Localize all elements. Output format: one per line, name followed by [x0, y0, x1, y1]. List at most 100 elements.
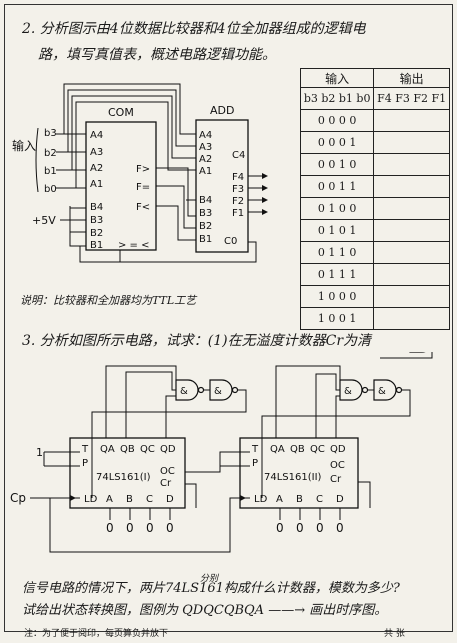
table-row: 0 0 0 1: [299, 131, 450, 154]
com-pin-b1: B1: [90, 240, 103, 251]
chip2-label: 74LS161(II): [264, 472, 322, 483]
table-cell-input: 1 0 0 1: [299, 307, 375, 330]
add-pin-f3: F3: [232, 184, 244, 195]
add-label: ADD: [210, 104, 234, 117]
chip2-pin-qa: QA: [270, 444, 285, 455]
table-cell-output: [373, 109, 450, 132]
table-row: 1 0 0 1: [299, 307, 450, 330]
chip1-zero-c: 0: [146, 521, 154, 535]
table-col-input: b3 b2 b1 b0: [299, 87, 375, 110]
com-label: COM: [108, 106, 134, 119]
nand-gate-3: [339, 379, 363, 401]
chip2-zero-c: 0: [316, 521, 324, 535]
add-chip: [195, 119, 249, 253]
footer-page: 共 张: [384, 629, 405, 639]
table-cell-output: [373, 175, 450, 198]
add-pin-f2: F2: [232, 196, 244, 207]
com-cascade-label: > = <: [118, 240, 150, 251]
add-pin-f1: F1: [232, 208, 244, 219]
chip1-pin-a: A: [106, 494, 113, 505]
com-pin-a1: A1: [90, 179, 103, 190]
chip1-pin-b: B: [126, 494, 133, 505]
input-b3: b3: [44, 128, 57, 139]
q3-line2: 信号电路的情况下，两片74LS161构成什么计数器，模数为多少?: [22, 581, 400, 596]
com-pin-b2: B2: [90, 228, 103, 239]
table-cell-output: [373, 285, 450, 308]
table-col-output: F4 F3 F2 F1: [373, 87, 450, 110]
chip1-pin-qd: QD: [160, 444, 176, 455]
table-row: 0 1 1 1: [299, 263, 450, 286]
input-b0: b0: [44, 184, 57, 195]
add-pin-b1: B1: [199, 234, 212, 245]
q3-circuit-diagram: T P QA QB QC QD 74LS161(I) OC Cr LD A B …: [10, 352, 433, 553]
table-row: 0 1 0 0: [299, 197, 450, 220]
table-row: 0 0 0 0: [299, 109, 450, 132]
table-cell-output: [373, 197, 450, 220]
com-pin-b3: B3: [90, 215, 103, 226]
truth-table: 输入 输出 b3 b2 b1 b0 F4 F3 F2 F1 0 0 0 0 0 …: [299, 68, 450, 330]
page-border: [4, 4, 453, 632]
table-row: 0 0 1 0: [299, 153, 450, 176]
add-pin-a3: A3: [199, 142, 212, 153]
vcc-label: +5V: [32, 214, 56, 227]
chip-74ls161-1: [69, 437, 186, 509]
table-cell-input: 0 0 0 0: [299, 109, 375, 132]
com-pin-feq: F=: [136, 182, 150, 193]
add-pin-b3: B3: [199, 208, 212, 219]
table-row: 1 0 0 0: [299, 285, 450, 308]
table-cell-output: [373, 131, 450, 154]
q3-line3: 试给出状态转换图，图例为 QDQCQBQA ——→ 画出时序图。: [22, 603, 388, 618]
chip2-pin-ld: LD: [254, 494, 268, 505]
table-row: 0 1 1 0: [299, 241, 450, 264]
add-pin-f4: F4: [232, 172, 244, 183]
nand-gate-1: [175, 379, 199, 401]
input-one: 1: [36, 446, 43, 459]
gate4-label: &: [378, 386, 386, 397]
q2-note: 说明：比较器和全加器均为TTL工艺: [20, 294, 197, 307]
chip1-pin-p: P: [82, 458, 88, 469]
chip1-zero-d: 0: [166, 521, 174, 535]
chip1-label: 74LS161(I): [96, 472, 151, 483]
q2-line2: 路，填写真值表，概述电路逻辑功能。: [38, 47, 276, 63]
table-cell-output: [373, 219, 450, 242]
chip2-zero-d: 0: [336, 521, 344, 535]
chip2-pin-d: D: [336, 494, 344, 505]
nand-gate-2: [209, 379, 233, 401]
table-row: 0 0 1 1: [299, 175, 450, 198]
chip1-pin-ld: LD: [84, 494, 98, 505]
chip2-pin-p: P: [252, 458, 258, 469]
chip2-zero-b: 0: [296, 521, 304, 535]
chip1-pin-qb: QB: [120, 444, 135, 455]
chip1-zero-a: 0: [106, 521, 114, 535]
table-cell-output: [373, 263, 450, 286]
table-cell-input: 0 1 1 1: [299, 263, 375, 286]
com-pin-a3: A3: [90, 147, 103, 158]
chip1-pin-oc: OC: [160, 466, 175, 477]
chip1-zero-b: 0: [126, 521, 134, 535]
chip2-pin-qc: QC: [310, 444, 325, 455]
add-pin-a2: A2: [199, 154, 212, 165]
chip1-pin-cr: Cr: [160, 478, 172, 489]
com-pin-flt: F<: [136, 202, 150, 213]
table-cell-input: 0 0 1 1: [299, 175, 375, 198]
q3-line1: 3. 分析如图所示电路，试求：(1)在无溢度计数器Cr为清: [22, 333, 372, 349]
table-header-output: 输出: [373, 68, 450, 88]
chip2-pin-qb: QB: [290, 444, 305, 455]
chip-74ls161-2: [239, 437, 359, 509]
table-cell-output: [373, 307, 450, 330]
chip1-pin-t: T: [81, 444, 89, 455]
chip2-pin-oc: OC: [330, 460, 345, 471]
chip2-pin-qd: QD: [330, 444, 346, 455]
add-pin-c0: C0: [224, 236, 237, 247]
q2-circuit-diagram: COM ADD A4 A3 A2 A1 B4 B3 B2 B1 F> F= F<…: [12, 83, 268, 263]
add-pin-b4: B4: [199, 195, 212, 206]
add-pin-a1: A1: [199, 166, 212, 177]
chip1-pin-qa: QA: [100, 444, 115, 455]
com-pin-fgt: F>: [136, 164, 150, 175]
com-pin-a4: A4: [90, 130, 103, 141]
chip2-pin-b: B: [296, 494, 303, 505]
gate2-label: &: [214, 386, 222, 397]
footer-note: 注：为了便于阅印，每页算负并放下: [24, 629, 169, 639]
q2-line1: 2. 分析图示由4位数据比较器和4位全加器组成的逻辑电: [22, 21, 366, 37]
